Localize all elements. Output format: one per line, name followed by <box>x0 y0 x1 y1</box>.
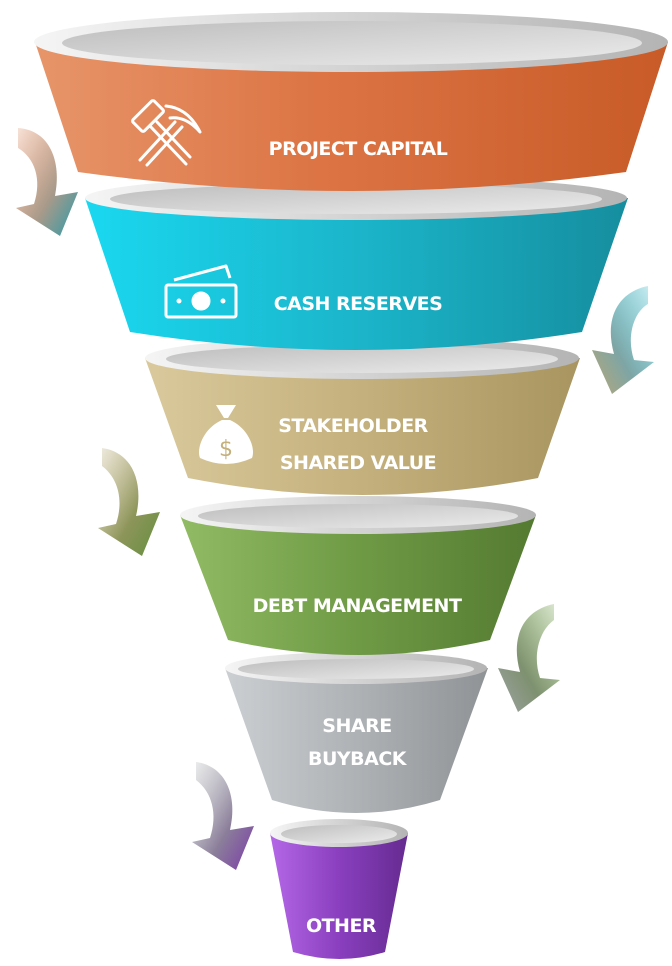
curved-arrow-icon <box>16 128 78 236</box>
funnel-stage-stakeholder <box>145 337 580 495</box>
hammer-pick-icon <box>131 99 202 167</box>
stage-label-project-capital: PROJECT CAPITAL <box>269 138 448 160</box>
money-bag-icon: $ <box>198 405 254 464</box>
stage-label-share-buyback-line-1: SHARE <box>322 715 391 737</box>
funnel-stage-other <box>270 819 408 959</box>
curved-arrow-icon <box>192 762 254 870</box>
cash-icon <box>164 264 238 319</box>
curved-arrow-icon <box>498 604 560 712</box>
curved-arrow-icon <box>592 286 654 394</box>
funnel-stage-debt-management <box>180 496 536 655</box>
stage-label-stakeholder-line-1: STAKEHOLDER <box>278 415 428 437</box>
stage-label-cash-reserves: CASH RESERVES <box>274 293 443 315</box>
funnel-stage-project-capital <box>34 12 668 191</box>
stage-label-debt-management: DEBT MANAGEMENT <box>253 595 462 617</box>
funnel-stage-cash-reserves <box>85 176 628 350</box>
curved-arrow-icon <box>98 448 160 556</box>
stage-label-other: OTHER <box>306 915 377 937</box>
stage-label-share-buyback-line-2: BUYBACK <box>308 748 408 770</box>
funnel-stage-share-buyback <box>225 652 488 813</box>
stage-label-stakeholder-line-2: SHARED VALUE <box>280 452 436 474</box>
svg-text:$: $ <box>219 437 233 462</box>
